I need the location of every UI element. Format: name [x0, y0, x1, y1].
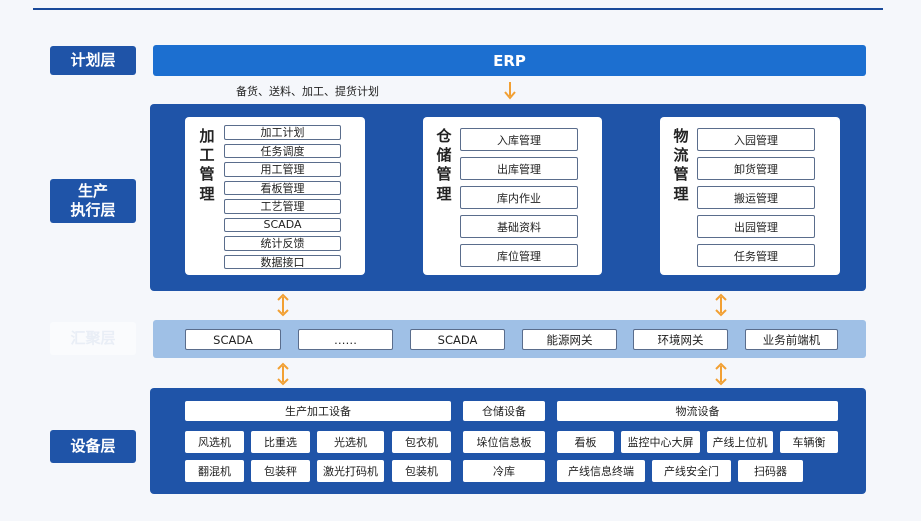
layer-label-execution-line1: 生产: [77, 181, 108, 200]
processing-title-char: 工: [199, 146, 215, 165]
processing-item: SCADA: [224, 217, 341, 232]
warehouse-item: 库内作业: [460, 186, 578, 209]
device-item: 包装秤: [251, 460, 310, 482]
layer-label-device-text: 设备层: [70, 436, 116, 455]
device-item: 监控中心大屏: [621, 431, 700, 453]
device-group-header: 仓储设备: [463, 401, 545, 421]
processing-item: 加工计划: [224, 125, 341, 140]
processing-item: 任务调度: [224, 143, 341, 158]
device-item: 比重选: [251, 431, 310, 453]
device-item: 光选机: [317, 431, 384, 453]
processing-item: 看板管理: [224, 180, 341, 195]
edge-item: 业务前端机: [745, 329, 838, 350]
layer-label-device: 设备层: [50, 430, 136, 463]
warehouse-item: 入库管理: [460, 128, 578, 151]
edge-item: ……: [298, 329, 393, 350]
erp-label: ERP: [493, 51, 526, 70]
device-group-header: 物流设备: [557, 401, 838, 421]
layer-label-execution-line2: 执行层: [70, 201, 116, 219]
device-item: 看板: [557, 431, 614, 453]
warehouse-title-char: 储: [436, 146, 452, 165]
layer-label-edge-text: 汇聚层: [70, 328, 116, 347]
warehouse-item: 基础资料: [460, 215, 578, 238]
double-arrow-icon: [277, 293, 289, 317]
edge-item: SCADA: [185, 329, 281, 350]
warehouse-title-char: 管: [436, 165, 452, 184]
warehouse-list: 入库管理 出库管理 库内作业 基础资料 库位管理: [460, 128, 578, 267]
layer-label-plan: 计划层: [50, 46, 136, 75]
device-item: 产线安全门: [652, 460, 731, 482]
erp-bar: ERP: [153, 45, 866, 76]
logistics-title-char: 流: [673, 146, 689, 165]
arrow-icon: [504, 82, 516, 100]
layer-label-execution: 生产 执行层: [50, 179, 136, 223]
warehouse-item: 库位管理: [460, 244, 578, 267]
processing-item: 工艺管理: [224, 199, 341, 214]
double-arrow-icon: [715, 362, 727, 386]
edge-item: 能源网关: [522, 329, 617, 350]
device-item: 产线上位机: [707, 431, 773, 453]
top-rule: [33, 8, 883, 10]
edge-item: SCADA: [410, 329, 505, 350]
device-item: 扫码器: [738, 460, 803, 482]
device-item: 产线信息终端: [557, 460, 645, 482]
device-item: 包衣机: [392, 431, 451, 453]
device-item: 冷库: [463, 460, 545, 482]
erp-note: 备货、送料、加工、提货计划: [236, 85, 379, 98]
logistics-title-char: 管: [673, 165, 689, 184]
processing-item: 用工管理: [224, 162, 341, 177]
layer-label-edge: 汇聚层: [50, 322, 136, 355]
logistics-item: 卸货管理: [697, 157, 815, 180]
logistics-list: 入园管理 卸货管理 搬运管理 出园管理 任务管理: [697, 128, 815, 267]
processing-item: 数据接口: [224, 254, 341, 269]
logistics-item: 出园管理: [697, 215, 815, 238]
processing-title-char: 加: [199, 127, 215, 145]
logistics-item: 搬运管理: [697, 186, 815, 209]
double-arrow-icon: [277, 362, 289, 386]
device-item: 风选机: [185, 431, 244, 453]
logistics-title: 物 流 管 理: [670, 127, 692, 204]
warehouse-title-char: 仓: [436, 127, 452, 145]
logistics-item: 任务管理: [697, 244, 815, 267]
logistics-title-char: 理: [673, 184, 689, 203]
device-item: 车辆衡: [780, 431, 838, 453]
device-group-header: 生产加工设备: [185, 401, 451, 421]
device-item: 激光打码机: [317, 460, 384, 482]
processing-item: 统计反馈: [224, 236, 341, 251]
device-item: 翻混机: [185, 460, 244, 482]
processing-title-char: 理: [199, 184, 215, 203]
device-item: 包装机: [392, 460, 451, 482]
double-arrow-icon: [715, 293, 727, 317]
layer-label-plan-text: 计划层: [70, 50, 116, 69]
processing-title: 加 工 管 理: [196, 127, 218, 204]
processing-title-char: 管: [199, 165, 215, 184]
logistics-item: 入园管理: [697, 128, 815, 151]
warehouse-item: 出库管理: [460, 157, 578, 180]
logistics-title-char: 物: [673, 127, 689, 145]
edge-item: 环境网关: [633, 329, 728, 350]
warehouse-title: 仓 储 管 理: [433, 127, 455, 204]
warehouse-title-char: 理: [436, 184, 452, 203]
processing-list: 加工计划 任务调度 用工管理 看板管理 工艺管理 SCADA 统计反馈 数据接口: [224, 125, 341, 269]
device-item: 垛位信息板: [463, 431, 545, 453]
